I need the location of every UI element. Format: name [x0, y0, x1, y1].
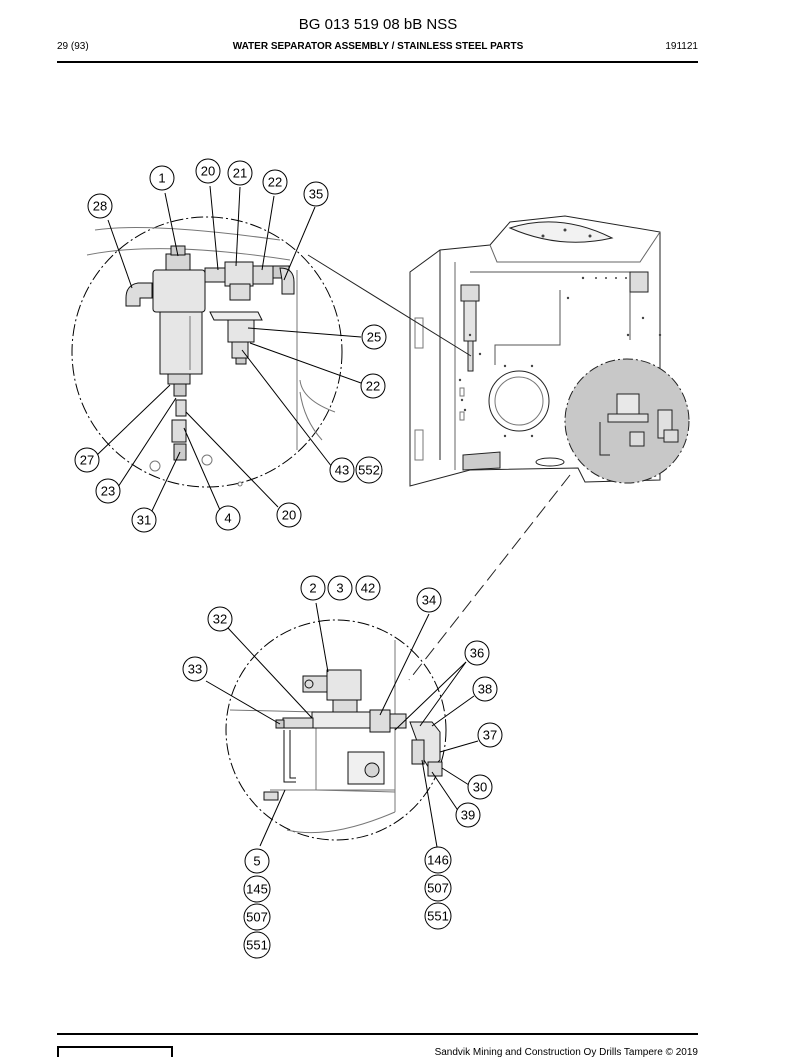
callout-28: 28	[87, 193, 113, 219]
water-separator-assembly	[125, 245, 295, 461]
svg-text:551: 551	[246, 938, 268, 953]
svg-text:38: 38	[478, 682, 492, 697]
callout-43: 43	[329, 457, 355, 483]
callout-33: 33	[182, 656, 208, 682]
solenoid-valve-assembly	[263, 669, 443, 801]
callout-22: 22	[360, 373, 386, 399]
svg-text:1: 1	[158, 171, 165, 186]
zoom-circle-parts	[599, 393, 679, 456]
callout-507: 507	[243, 903, 271, 931]
sandvik-logo	[57, 1046, 173, 1057]
svg-text:552: 552	[358, 463, 380, 478]
svg-text:551: 551	[427, 909, 449, 924]
svg-text:30: 30	[473, 780, 487, 795]
callout-22: 22	[262, 169, 288, 195]
header-rule	[57, 61, 698, 63]
upper-leader-lines	[96, 185, 362, 516]
callout-30: 30	[467, 774, 493, 800]
callout-36: 36	[464, 640, 490, 666]
callout-23: 23	[95, 478, 121, 504]
callout-38: 38	[472, 676, 498, 702]
callout-37: 37	[477, 722, 503, 748]
callout-39: 39	[455, 802, 481, 828]
svg-text:25: 25	[367, 330, 381, 345]
footer-rule	[57, 1033, 698, 1035]
page-number: 29 (93)	[57, 41, 89, 52]
callout-5: 5	[244, 848, 270, 874]
svg-text:34: 34	[422, 593, 436, 608]
svg-text:20: 20	[282, 508, 296, 523]
callout-3: 3	[327, 575, 353, 601]
svg-text:22: 22	[268, 175, 282, 190]
callout-146: 146	[424, 846, 452, 874]
svg-text:33: 33	[188, 662, 202, 677]
svg-text:2: 2	[309, 581, 316, 596]
callout-20: 20	[276, 502, 302, 528]
svg-text:27: 27	[80, 453, 94, 468]
document-date: 191121	[665, 41, 698, 52]
upper-detail-circle	[71, 216, 343, 488]
svg-text:35: 35	[309, 187, 323, 202]
callout-20: 20	[195, 158, 221, 184]
callout-2: 2	[300, 575, 326, 601]
lower-connector-line	[408, 474, 571, 681]
callout-1: 1	[149, 165, 175, 191]
callout-21: 21	[227, 160, 253, 186]
callout-32: 32	[207, 606, 233, 632]
callout-42: 42	[355, 575, 381, 601]
lower-detail-circle	[225, 619, 447, 841]
svg-text:145: 145	[246, 882, 268, 897]
page-title: WATER SEPARATOR ASSEMBLY / STAINLESS STE…	[232, 41, 524, 52]
svg-text:43: 43	[335, 463, 349, 478]
callout-4: 4	[215, 505, 241, 531]
callout-507: 507	[424, 874, 452, 902]
svg-text:22: 22	[366, 379, 380, 394]
svg-text:31: 31	[137, 513, 151, 528]
svg-text:28: 28	[93, 199, 107, 214]
svg-text:37: 37	[483, 728, 497, 743]
svg-text:21: 21	[233, 166, 247, 181]
callout-552: 552	[355, 456, 383, 484]
lower-leader-lines	[205, 602, 479, 848]
svg-text:23: 23	[101, 484, 115, 499]
svg-text:507: 507	[427, 881, 449, 896]
svg-text:32: 32	[213, 612, 227, 627]
svg-text:4: 4	[224, 511, 231, 526]
upper-connector-line	[307, 254, 472, 357]
document-number: BG 013 519 08 bB NSS	[298, 16, 458, 33]
callout-27: 27	[74, 447, 100, 473]
callout-551: 551	[424, 902, 452, 930]
callout-551: 551	[243, 931, 271, 959]
svg-text:3: 3	[336, 581, 343, 596]
callout-35: 35	[303, 181, 329, 207]
svg-text:20: 20	[201, 164, 215, 179]
svg-text:39: 39	[461, 808, 475, 823]
callout-25: 25	[361, 324, 387, 350]
callout-31: 31	[131, 507, 157, 533]
svg-text:42: 42	[361, 581, 375, 596]
callout-34: 34	[416, 587, 442, 613]
svg-text:146: 146	[427, 853, 449, 868]
machine-housing-overview	[409, 215, 662, 487]
svg-text:5: 5	[253, 854, 260, 869]
callout-145: 145	[243, 875, 271, 903]
svg-text:36: 36	[470, 646, 484, 661]
svg-text:507: 507	[246, 910, 268, 925]
